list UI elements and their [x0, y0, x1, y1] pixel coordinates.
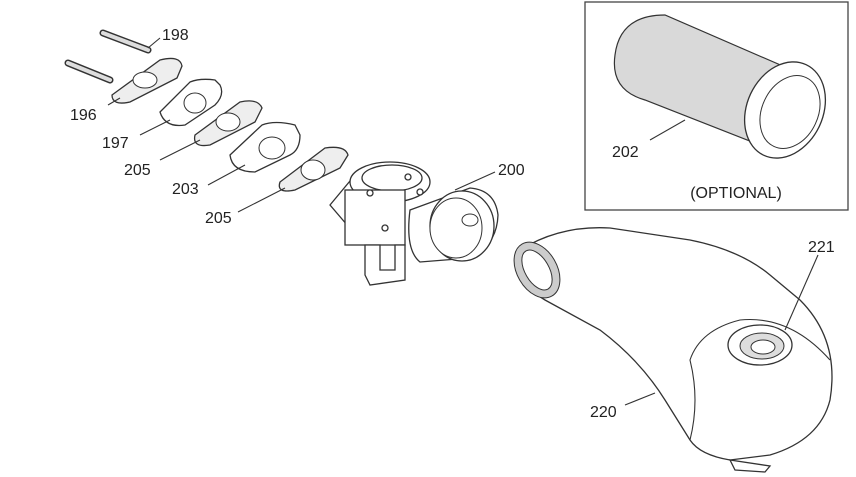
callout-198: 198: [162, 27, 189, 44]
air-filter-202: [613, 14, 827, 159]
callout-205-b: 205: [205, 210, 232, 227]
callout-197: 197: [102, 135, 129, 152]
callout-221: 221: [808, 239, 835, 256]
callout-220: 220: [590, 404, 617, 421]
airbox-220: [513, 227, 833, 473]
optional-inset: [584, 1, 849, 211]
callout-205-a: 205: [124, 162, 151, 179]
spacer-197: [159, 78, 223, 127]
gasket-205-a: [193, 100, 263, 147]
optional-note: (OPTIONAL): [690, 185, 782, 202]
carburetor-200: [329, 161, 499, 286]
callout-196: 196: [70, 107, 97, 124]
callout-200: 200: [498, 162, 525, 179]
leader-lines: [107, 37, 819, 406]
callout-202: 202: [612, 144, 639, 161]
stud-198: [64, 29, 152, 84]
callout-203: 203: [172, 181, 199, 198]
gasket-205-b: [278, 146, 349, 192]
gasket-196: [111, 57, 183, 104]
